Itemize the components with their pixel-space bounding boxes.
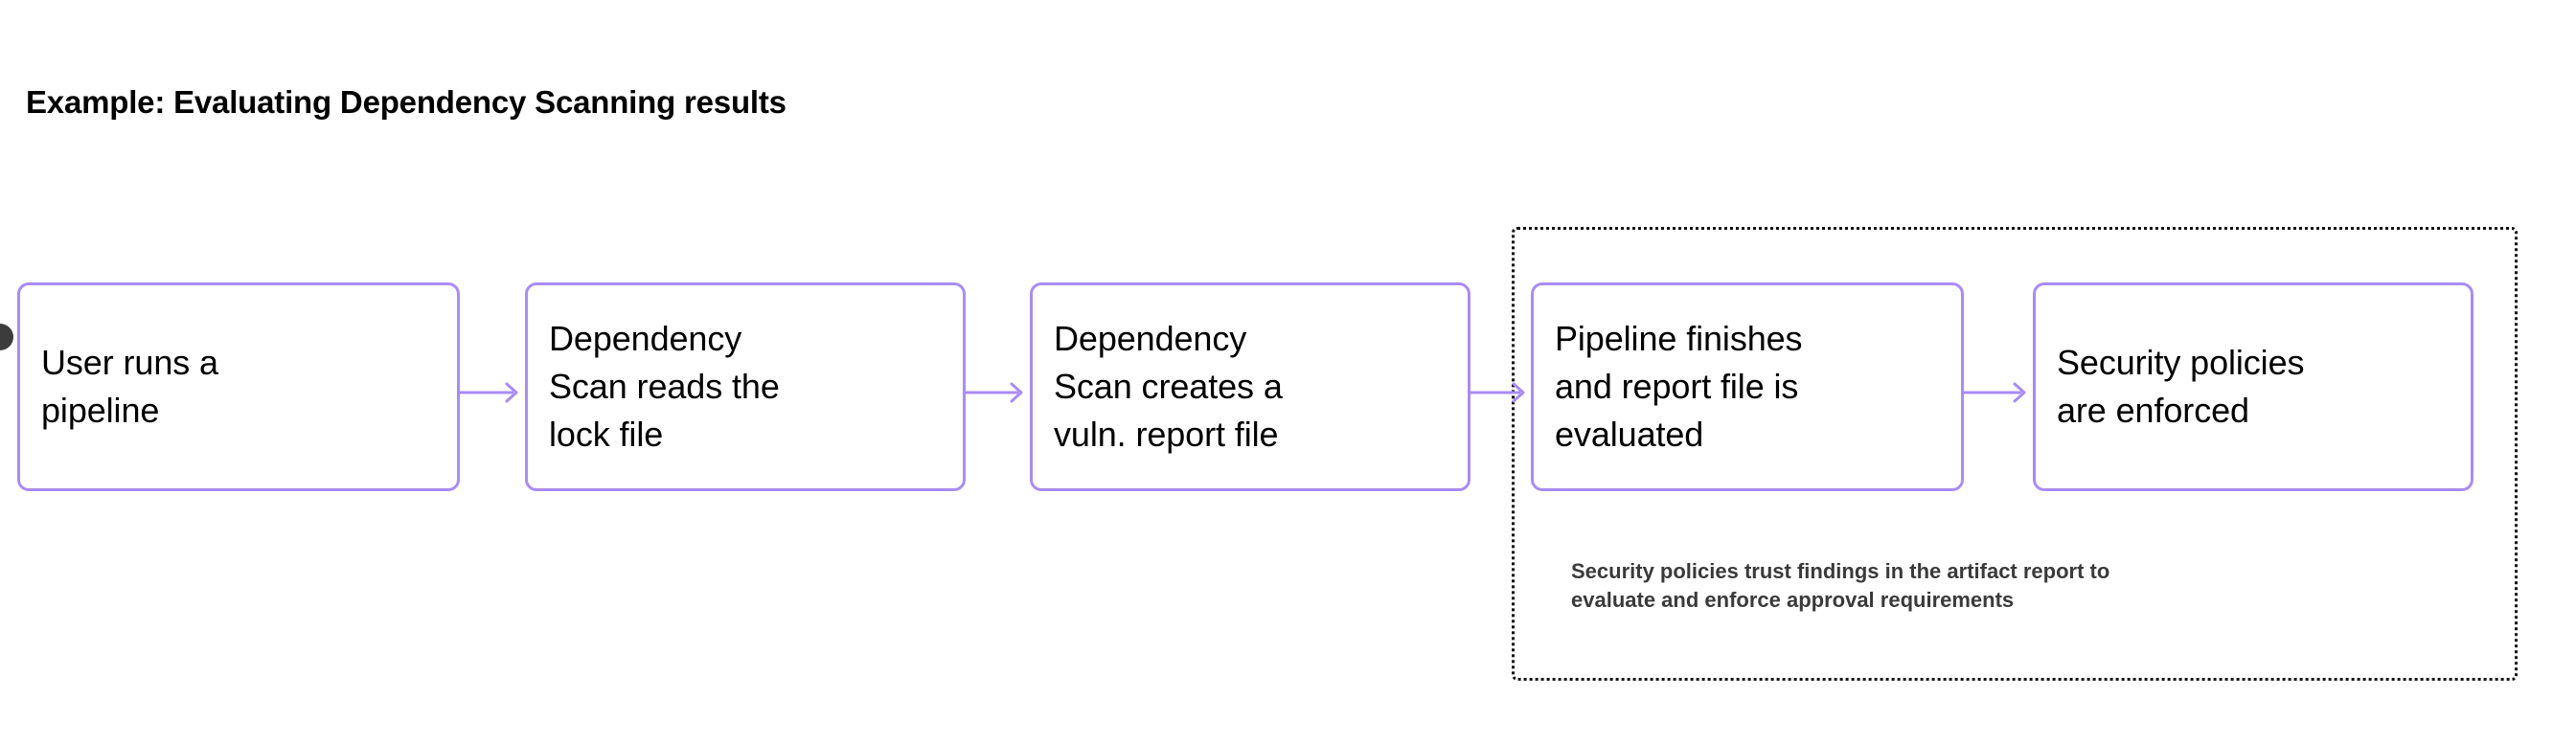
connector-arrow-1 [460,382,518,403]
flow-node-pipeline-finishes-evaluated[interactable]: Pipeline finishes and report file is eva… [1531,282,1964,491]
flow-node-dependency-scan-creates-report[interactable]: Dependency Scan creates a vuln. report f… [1030,282,1470,491]
connector-arrow-2 [966,382,1023,403]
policy-group-caption: Security policies trust findings in the … [1571,559,2110,612]
flow-node-label: Dependency Scan creates a vuln. report f… [1054,319,1283,454]
page-title: Example: Evaluating Dependency Scanning … [26,84,786,120]
policy-group-container [1512,227,2518,681]
flow-node-label: Dependency Scan reads the lock file [549,319,780,454]
flow-node-label: Pipeline finishes and report file is eva… [1555,319,1803,454]
flow-node-security-policies-enforced[interactable]: Security policies are enforced [2033,282,2473,491]
flow-node-dependency-scan-reads-lock-file[interactable]: Dependency Scan reads the lock file [525,282,966,491]
flow-node-user-runs-pipeline[interactable]: User runs a pipeline [17,282,460,491]
flow-node-label: User runs a pipeline [41,343,218,430]
flow-node-label: Security policies are enforced [2057,343,2305,430]
edge-marker-dot [0,324,13,350]
